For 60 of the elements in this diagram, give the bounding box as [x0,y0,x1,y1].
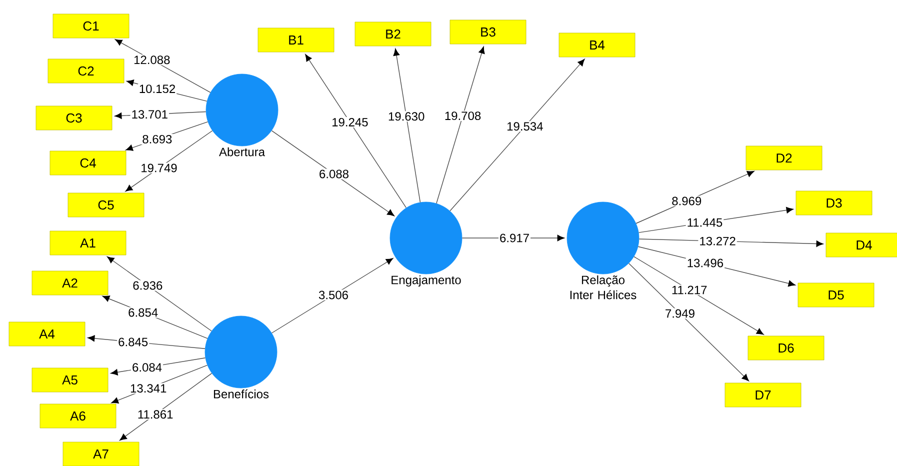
indicator-box: B1 [258,28,334,52]
indicator-box: D4 [826,232,897,258]
edge-label: 6.936 [132,280,164,291]
edge-label: 8.693 [141,134,174,144]
edge-label: 11.861 [136,409,174,420]
indicator-box: C2 [48,58,124,84]
edge-label: 12.088 [132,54,172,66]
edge-label: 3.506 [318,290,350,300]
indicator-box: B3 [450,20,526,44]
arrow [305,54,406,208]
edge-label: 7.949 [664,308,696,319]
arrow [436,46,485,204]
indicator-box: C1 [52,14,130,38]
indicator-box: C5 [68,192,144,218]
edge-label: 6.845 [117,336,150,348]
arrow [271,130,394,216]
indicator-box: C4 [50,150,126,176]
indicator-box: A1 [50,230,126,256]
edge-label: 6.088 [318,168,350,180]
edge-label: 13.701 [130,109,169,120]
edge-label: 19.708 [443,110,482,122]
indicator-box: A6 [40,404,116,428]
indicator-box: D5 [798,282,874,308]
indicator-box: C3 [36,106,112,130]
indicator-box: A4 [8,322,86,346]
arrow [107,256,212,332]
edge-label: 10.152 [138,84,177,94]
node-label: Benefícios [214,389,269,398]
indicator-box: A7 [62,442,140,466]
edge-label: 13.272 [698,236,737,246]
indicator-box: D7 [724,382,802,408]
arrow [628,263,749,382]
arrow [120,372,212,441]
edge-label: 6.084 [131,362,164,373]
indicator-box: A5 [32,368,108,392]
edge-label: 6.917 [498,232,531,244]
node-label: Abertura [219,147,266,156]
indicator-box: D6 [748,336,824,360]
edge-label: 13.496 [686,258,725,268]
arrow [634,256,764,335]
edge-label: 11.445 [686,217,724,228]
arrow [271,258,394,334]
edge-label: 19.630 [386,111,426,122]
indicator-box: D2 [746,146,822,170]
edge-label: 13.341 [129,383,168,394]
edge-label: 19.749 [140,162,178,174]
edge-label: 19.245 [330,116,370,128]
arrow [450,58,585,212]
node-label: Engajamento [392,275,461,287]
edge-label: 8.969 [670,196,703,206]
indicator-box: B2 [354,22,432,46]
arrow [125,130,213,192]
edge-label: 19.534 [506,121,544,132]
arrow [393,48,421,203]
indicator-box: B4 [558,32,636,58]
indicator-box: A2 [32,270,108,296]
indicator-box: D3 [796,190,872,216]
edge-label: 6.854 [127,307,160,318]
edge-label: 11.217 [670,284,708,296]
node-label: Relação Inter Hélices [570,275,636,300]
